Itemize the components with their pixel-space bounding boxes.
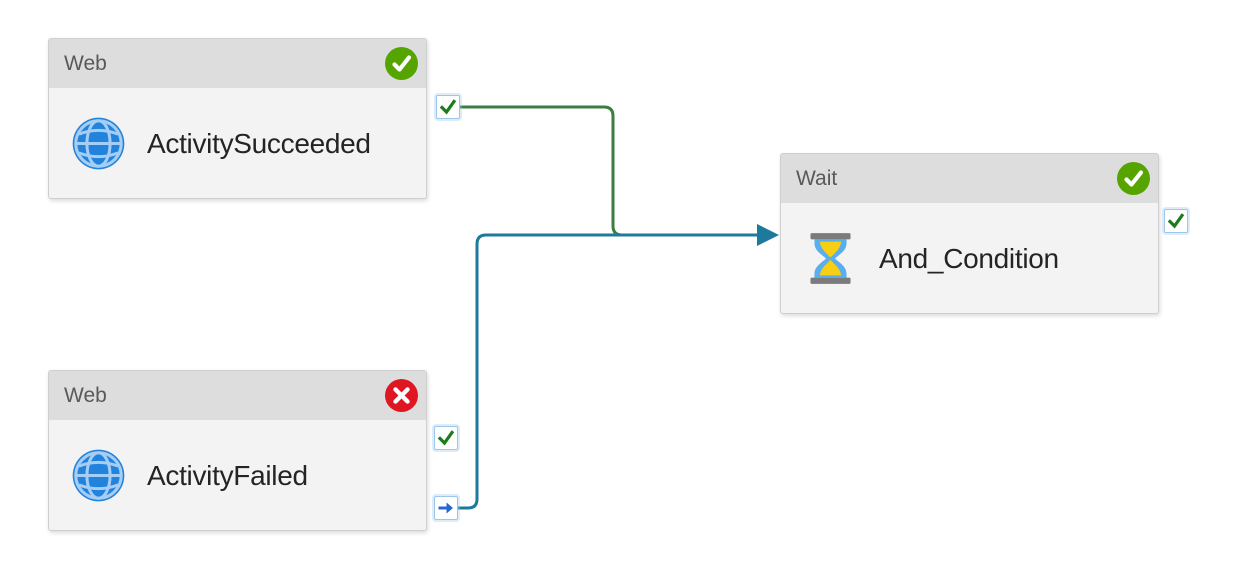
completion-port-activityfailed[interactable] xyxy=(434,496,458,520)
node-body: ActivitySucceeded xyxy=(49,88,426,199)
web-activity-globe-icon xyxy=(72,117,125,170)
connector-completion-activityfailed-to-andcondition[interactable] xyxy=(458,233,758,510)
check-icon xyxy=(439,99,457,115)
success-port-andcondition[interactable] xyxy=(1164,209,1188,233)
node-header: Web xyxy=(49,371,426,420)
success-port-activityfailed[interactable] xyxy=(434,426,458,450)
wait-activity-hourglass-icon xyxy=(810,233,851,284)
web-activity-globe-icon xyxy=(72,449,125,502)
status-succeeded-icon xyxy=(385,47,418,80)
check-icon xyxy=(437,430,455,446)
activity-name-label: ActivitySucceeded xyxy=(147,127,371,159)
status-failed-icon xyxy=(385,379,418,412)
connector-arrowhead-icon xyxy=(757,224,779,246)
node-header: Web xyxy=(49,39,426,88)
activity-node-activityfailed[interactable]: Web ActivityFailed xyxy=(48,370,427,531)
connector-success-activitysucceeded-to-andcondition[interactable] xyxy=(460,105,758,237)
arrow-right-icon xyxy=(438,502,453,514)
activity-node-andcondition[interactable]: Wait And_Condition xyxy=(780,153,1159,314)
status-succeeded-icon xyxy=(1117,162,1150,195)
node-header: Wait xyxy=(781,154,1158,203)
check-icon xyxy=(1167,213,1185,229)
activity-name-label: And_Condition xyxy=(879,242,1059,274)
activity-type-label: Web xyxy=(64,383,107,407)
success-port-activitysucceeded[interactable] xyxy=(436,95,460,119)
node-body: And_Condition xyxy=(781,203,1158,314)
activity-type-label: Web xyxy=(64,51,107,75)
activity-name-label: ActivityFailed xyxy=(147,459,308,491)
node-body: ActivityFailed xyxy=(49,420,426,531)
activity-node-activitysucceeded[interactable]: Web ActivitySucceeded xyxy=(48,38,427,199)
activity-type-label: Wait xyxy=(796,166,838,190)
